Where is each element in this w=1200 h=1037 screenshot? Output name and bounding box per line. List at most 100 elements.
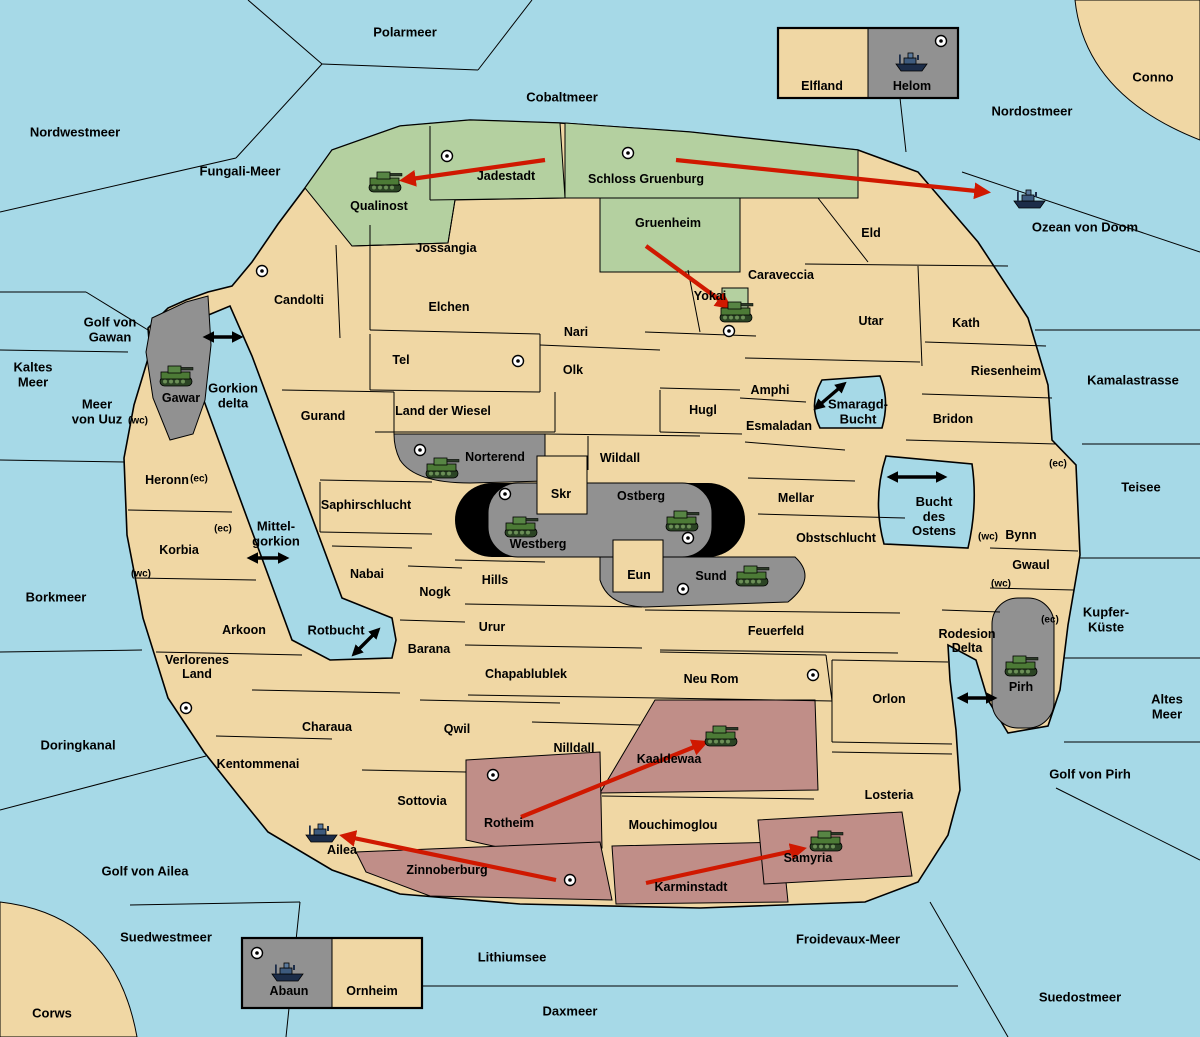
territory-label[interactable]: Arkoon	[222, 623, 266, 637]
territory-label[interactable]: Korbia	[159, 543, 199, 557]
territory-label[interactable]: Elchen	[428, 300, 470, 314]
territory-label[interactable]: Orlon	[872, 692, 906, 706]
territory-label[interactable]: Kentommenai	[216, 757, 300, 771]
territory-label[interactable]: Abaun	[269, 984, 309, 998]
corws-landmass[interactable]	[0, 901, 138, 1037]
sea-region-label[interactable]: Kaltes Meer	[13, 359, 53, 389]
sea-region-label[interactable]: Kamalastrasse	[1087, 372, 1179, 388]
territory-label[interactable]: Caraveccia	[747, 268, 815, 282]
territory-label[interactable]: Eld	[861, 226, 881, 240]
territory-label[interactable]: Jadestadt	[476, 169, 536, 183]
sea-region-label[interactable]: Polarmeer	[373, 24, 437, 40]
territory-label[interactable]: Amphi	[750, 383, 790, 397]
territory-label[interactable]: Hills	[481, 573, 509, 587]
territory-label[interactable]: Chapablublek	[485, 667, 567, 681]
territory-label[interactable]: Pirh	[1008, 680, 1034, 694]
sea-region-label[interactable]: Meer von Uuz	[71, 396, 123, 426]
territory-label[interactable]: Gurand	[300, 409, 346, 423]
territory-label[interactable]: Nilldall	[553, 741, 595, 755]
sea-region-label[interactable]: Mittel- gorkion	[252, 518, 300, 548]
territory-label[interactable]: Ostberg	[617, 489, 665, 503]
territory-label[interactable]: Gruenheim	[635, 216, 701, 230]
territory-label[interactable]: Riesenheim	[970, 364, 1042, 378]
territory-label[interactable]: Hugl	[689, 403, 717, 417]
sea-region-label[interactable]: Bucht des Ostens	[911, 494, 957, 539]
territory-label[interactable]: Losteria	[864, 788, 914, 802]
sea-region-label[interactable]: Kupfer- Küste	[1082, 604, 1130, 634]
territory-label[interactable]: Qwil	[443, 722, 471, 736]
territory-label[interactable]: Jossangia	[415, 241, 477, 255]
territory-label[interactable]: Candolti	[274, 293, 324, 307]
territory-label[interactable]: Nari	[563, 325, 589, 339]
territory-label[interactable]: Schloss Gruenburg	[588, 172, 704, 186]
territory-label[interactable]: Karminstadt	[654, 880, 728, 894]
sea-region-label[interactable]: Smaragd- Bucht	[828, 396, 888, 426]
territory-label[interactable]: Esmaladan	[745, 419, 813, 433]
territory-label[interactable]: Verlorenes Land	[165, 653, 229, 681]
territory-label[interactable]: Gwaul	[1012, 558, 1050, 572]
sea-region-label[interactable]: Cobaltmeer	[526, 89, 598, 105]
territory-label[interactable]: Ornheim	[346, 984, 398, 998]
territory-label[interactable]: Charaua	[301, 720, 353, 734]
territory-label[interactable]: Urur	[478, 620, 506, 634]
territory-label[interactable]: Utar	[858, 314, 884, 328]
territory-label[interactable]: Kaaldewaa	[636, 752, 702, 766]
sea-region-label[interactable]: Corws	[32, 1005, 72, 1021]
territory-label[interactable]: Olk	[562, 363, 584, 377]
territory-label[interactable]: Land der Wiesel	[395, 404, 491, 418]
territory-label[interactable]: Skr	[550, 487, 572, 501]
sea-region-label[interactable]: Froidevaux-Meer	[795, 931, 901, 947]
sea-region-label[interactable]: Nordostmeer	[991, 103, 1073, 119]
territory-label[interactable]: Kath	[952, 316, 980, 330]
sea-region-label[interactable]: Daxmeer	[542, 1003, 598, 1019]
sea-region-label[interactable]: Conno	[1132, 69, 1174, 85]
sea-region-label[interactable]: Gorkion delta	[208, 380, 258, 410]
sea-region-label[interactable]: Borkmeer	[25, 589, 87, 605]
sea-region-label[interactable]: Golf von Gawan	[83, 314, 137, 344]
territory-label[interactable]: Heronn	[145, 473, 189, 487]
territory-label[interactable]: Elfland	[801, 79, 843, 93]
sea-region-label[interactable]: Rotbucht	[307, 622, 365, 638]
territory-label[interactable]: Barana	[407, 642, 451, 656]
sea-region-label[interactable]: Teisee	[1121, 479, 1161, 495]
sea-region-label[interactable]: Ozean von Doom	[1031, 219, 1139, 235]
sea-region-label[interactable]: Golf von Pirh	[1049, 766, 1131, 782]
sea-region-label[interactable]: Altes Meer	[1151, 691, 1183, 721]
territory-label[interactable]: Norterend	[465, 450, 525, 464]
sea-region-label[interactable]: Lithiumsee	[477, 949, 547, 965]
territory-label[interactable]: Rodesion Delta	[938, 627, 996, 655]
sea-region-label[interactable]: Fungali-Meer	[199, 163, 281, 179]
territory-label[interactable]: Feuerfeld	[747, 624, 805, 638]
sea-region-label[interactable]: Golf von Ailea	[101, 863, 189, 879]
territory-label[interactable]: Sund	[695, 569, 727, 583]
territory-label[interactable]: Bynn	[1005, 528, 1037, 542]
territory-label[interactable]: Eun	[627, 568, 651, 582]
territory-label[interactable]: Bridon	[932, 412, 974, 426]
territory-label[interactable]: Westberg	[509, 537, 567, 551]
territory-label[interactable]: Gawar	[161, 391, 201, 405]
territory-label[interactable]: Qualinost	[350, 199, 408, 213]
sea-region-label[interactable]: Doringkanal	[40, 737, 116, 753]
territory-label[interactable]: Obstschlucht	[796, 531, 876, 545]
territory-label[interactable]: Mouchimoglou	[628, 818, 718, 832]
sea-region-label[interactable]: Suedwestmeer	[120, 929, 212, 945]
territory-label[interactable]: Zinnoberburg	[406, 863, 488, 877]
territory-label[interactable]: Neu Rom	[683, 672, 739, 686]
territory-label[interactable]: Wildall	[599, 451, 641, 465]
territory-label[interactable]: Helom	[892, 79, 932, 93]
territory-label[interactable]: Sottovia	[397, 794, 447, 808]
territory-label[interactable]: Ailea	[327, 843, 357, 857]
territory-label[interactable]: Nabai	[349, 567, 385, 581]
territory-label[interactable]: Samyria	[783, 851, 833, 865]
territory-label[interactable]: Nogk	[419, 585, 451, 599]
conno-landmass[interactable]	[1074, 0, 1200, 141]
territory-label[interactable]: Mellar	[777, 491, 815, 505]
territory-label[interactable]: Tel	[392, 353, 410, 367]
sea-region-label[interactable]: Suedostmeer	[1038, 989, 1122, 1005]
territory-label[interactable]: Rotheim	[484, 816, 534, 830]
sea-region-label[interactable]: Nordwestmeer	[29, 124, 121, 140]
territory-label[interactable]: Yokai	[693, 289, 727, 303]
territory-label[interactable]: Saphirschlucht	[320, 498, 412, 512]
